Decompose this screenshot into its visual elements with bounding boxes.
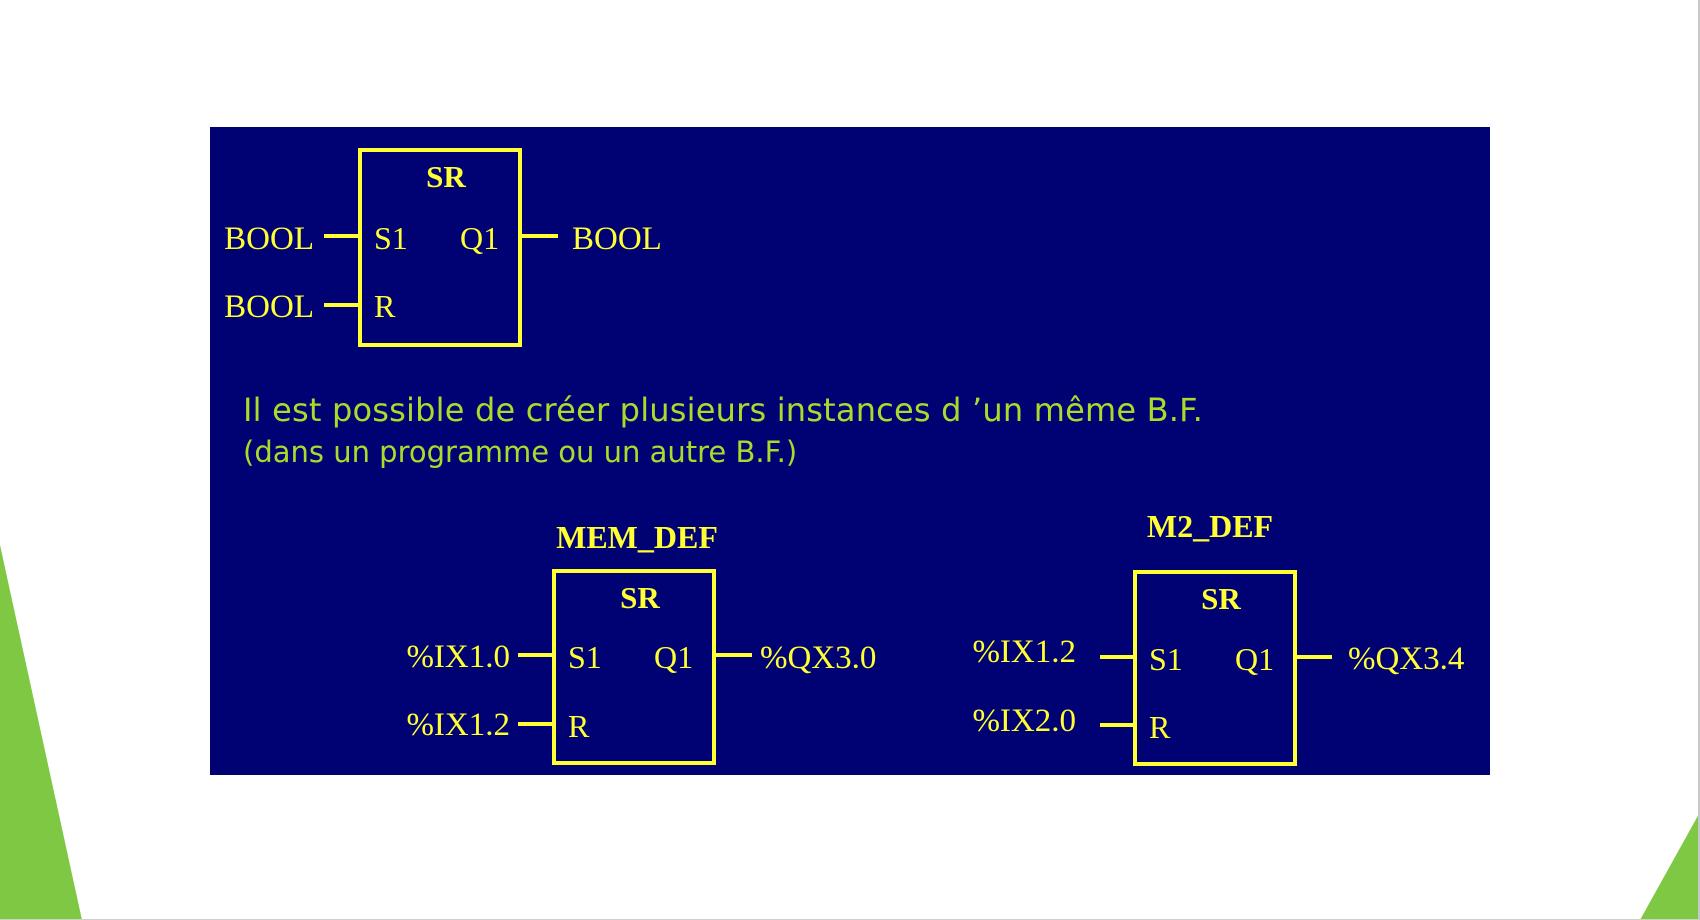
panel-fill [210,127,1490,775]
mem-def-type: SR [620,580,660,615]
mem-def-block [518,569,752,765]
m2-def-in1-signal: %IX1.2 [972,634,1076,670]
m2-def-in2-signal: %IX2.0 [972,703,1076,739]
mem-def-out-signal: %QX3.0 [760,640,876,676]
sr-block-generic-box [358,148,522,347]
mem-def-block-box [552,569,716,765]
caption-line-1: Il est possible de créer plusieurs insta… [243,391,1203,429]
green-accent-right [1640,812,1700,920]
function-block-diagram: SR S1 Q1 R BOOL BOOL BOOL MEM_DEF SR S1 … [210,127,1490,775]
green-accent-left [0,545,82,920]
mem-def-instance-name: MEM_DEF [556,519,718,555]
mem-def-in2-signal: %IX1.2 [406,707,510,743]
m2-def-block-box [1133,570,1297,766]
sr-block-generic-out-signal: BOOL [572,221,662,257]
sr-block-generic-in1-signal: BOOL [224,221,314,257]
sr-block-generic-q1-pin: Q1 [460,220,499,256]
m2-def-out-signal: %QX3.4 [1348,641,1464,677]
m2-def-s1-pin: S1 [1149,641,1183,677]
sr-block-generic [324,148,558,347]
m2-def-instance-name: M2_DEF [1147,508,1273,544]
caption-line-2: (dans un programme ou un autre B.F.) [243,435,798,469]
m2-def-block [1100,570,1332,766]
m2-def-q1-pin: Q1 [1235,641,1274,677]
sr-block-generic-type: SR [426,159,466,194]
mem-def-in1-signal: %IX1.0 [406,639,510,675]
mem-def-r-pin: R [568,708,590,744]
m2-def-r-pin: R [1149,709,1171,745]
slide-panel: SR S1 Q1 R BOOL BOOL BOOL MEM_DEF SR S1 … [210,127,1490,775]
sr-block-generic-r-pin: R [374,288,396,324]
mem-def-s1-pin: S1 [568,639,602,675]
sr-block-generic-s1-pin: S1 [374,220,408,256]
mem-def-q1-pin: Q1 [654,639,693,675]
m2-def-type: SR [1201,581,1241,616]
sr-block-generic-in2-signal: BOOL [224,289,314,325]
